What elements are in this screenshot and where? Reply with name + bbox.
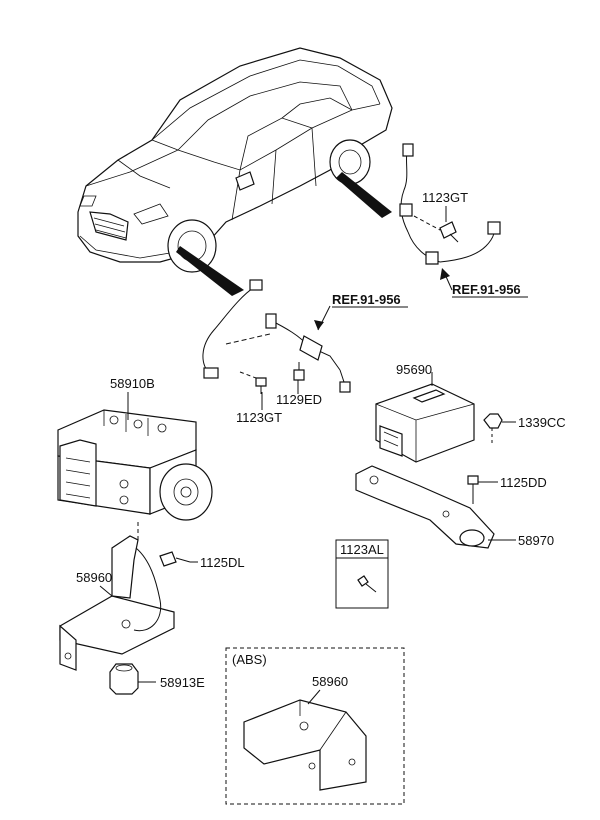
- nut-1339cc: [483, 413, 503, 446]
- part-label-58910b: 58910B: [110, 376, 155, 391]
- part-label-1123gt-right: 1123GT: [422, 190, 468, 205]
- grommet-58913e: [109, 663, 139, 695]
- yaw-rate-sensor: [375, 383, 475, 463]
- part-label-1339cc: 1339CC: [518, 415, 566, 430]
- part-label-95690: 95690: [396, 362, 432, 377]
- bolt-1125dd: [467, 475, 479, 504]
- abs-hydraulic-unit: [57, 404, 213, 521]
- part-label-1125dd: 1125DD: [500, 475, 547, 490]
- car-illustration: [77, 47, 393, 296]
- sensor-bracket-58970: [355, 465, 495, 549]
- part-label-1123al: 1123AL: [340, 542, 384, 557]
- abs-bracket: [59, 520, 175, 671]
- ref-label-top: REF.91-956: [332, 292, 401, 307]
- bolt-1125dl: [159, 551, 191, 567]
- ref-label-right: REF.91-956: [452, 282, 521, 297]
- part-label-1129ed: 1129ED: [276, 392, 322, 407]
- rear-wheel-speed-sensor: [399, 143, 501, 291]
- abs-option-box: [225, 647, 405, 805]
- part-label-58913e: 58913E: [160, 675, 205, 690]
- part-box-1123al: [335, 539, 389, 609]
- leader-lines: [99, 206, 516, 705]
- part-label-1125dl: 1125DL: [200, 555, 245, 570]
- part-label-58960: 58960: [76, 570, 112, 585]
- part-label-58960-abs: 58960: [312, 674, 348, 689]
- part-label-58970: 58970: [518, 533, 554, 548]
- part-label-1123gt-front: 1123GT: [236, 410, 282, 425]
- abs-option-label: (ABS): [232, 652, 267, 667]
- front-wheel-speed-sensor: [202, 279, 351, 394]
